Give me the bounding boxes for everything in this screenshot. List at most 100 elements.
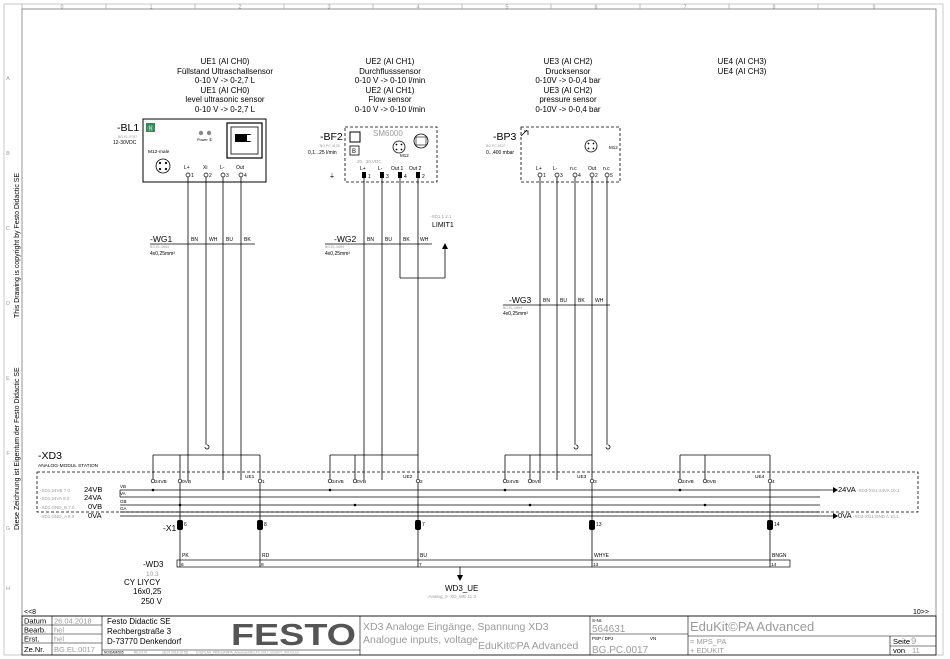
- svg-text:4x0,25mm²: 4x0,25mm²: [150, 251, 175, 257]
- svg-text:GB: GB: [120, 499, 127, 504]
- svg-text:3: 3: [560, 173, 563, 179]
- row-label: D: [6, 301, 10, 307]
- svg-text:Out 1: Out 1: [391, 166, 403, 172]
- svg-text:BN: BN: [367, 237, 374, 243]
- svg-text:13: 13: [593, 562, 599, 568]
- svg-text:UE4: UE4: [755, 474, 765, 480]
- svg-text:L+: L+: [184, 165, 190, 171]
- wires: [152, 177, 771, 567]
- svg-text:BK: BK: [403, 237, 410, 243]
- title-block: Datum 26.04.2018 Bearb. hel Erst. hel Ze…: [21, 615, 937, 656]
- svg-text:= MPS_PA: = MPS_PA: [690, 637, 726, 646]
- m12-connector-icon: [584, 139, 598, 153]
- svg-text:2: 2: [420, 479, 423, 485]
- festo-logo: FESTO: [231, 617, 356, 652]
- svg-text:BG.PC.0105: BG.PC.0105: [320, 144, 340, 148]
- prev-page-link[interactable]: <<8: [24, 609, 36, 616]
- svg-text:B: B: [352, 149, 356, 155]
- svg-text:Out: Out: [588, 166, 597, 172]
- svg-text:Power ①: Power ①: [197, 138, 213, 142]
- svg-text:4: 4: [772, 479, 775, 485]
- svg-text:BNGN: BNGN: [772, 553, 787, 559]
- outer-border: [3, 3, 944, 656]
- svg-text:0VB: 0VB: [88, 502, 102, 511]
- drawing-frame: [21, 8, 937, 617]
- svg-text:BG.EL.0017: BG.EL.0017: [54, 645, 95, 654]
- svg-text:BG.EL.0767: BG.EL.0767: [118, 135, 137, 139]
- row-label: B: [6, 151, 10, 157]
- device-bf2: -BF2 BG.PC.0105 0,1...25 l/min B SM6000 …: [308, 126, 438, 183]
- svg-text:0,1...25 l/min: 0,1...25 l/min: [308, 150, 337, 156]
- column-label: 1: [149, 5, 152, 11]
- row-label: F: [6, 451, 10, 457]
- svg-text:7: 7: [422, 522, 425, 528]
- svg-text:Bearb.: Bearb.: [24, 626, 46, 635]
- svg-text:0VB: 0VB: [532, 479, 541, 485]
- next-page-link[interactable]: 10>>: [913, 609, 929, 616]
- svg-text:Out 2: Out 2: [409, 166, 421, 172]
- terminal-xd3: -XD3 ANALOG-MODUL STATION -XD1.24VB 7.0 …: [36, 450, 919, 520]
- ultrasonic-icon: [146, 123, 155, 132]
- svg-text:Out: Out: [236, 165, 245, 171]
- svg-text:4: 4: [578, 173, 581, 179]
- svg-text:L-: L-: [220, 165, 225, 171]
- svg-text:Datum: Datum: [24, 617, 46, 626]
- svg-text:WD3_UE: WD3_UE: [445, 584, 478, 593]
- ue4-header: UE4 (AI CH3)UE4 (AI CH3): [717, 57, 767, 76]
- svg-text:VB: VB: [120, 484, 126, 489]
- svg-text:-XD3: -XD3: [38, 450, 62, 462]
- device-bl1: -BL1 BG.EL.0767 12-30VDC Ⓝ Power ① M12-m…: [113, 118, 267, 183]
- svg-text:REV/170: REV/170: [134, 651, 147, 655]
- svg-text:D:\EPLAN_P8\EduKit\PA_Advanced: D:\EPLAN_P8\EduKit\PA_Advanced\BG.PC.001…: [196, 651, 300, 655]
- svg-text:4: 4: [404, 174, 407, 180]
- svg-text:3: 3: [386, 174, 389, 180]
- svg-text:0VB: 0VB: [357, 479, 366, 485]
- device-bp3: -BP3 BG.PC.0127 0...400 mbar M12 L+ L- n…: [486, 126, 621, 183]
- svg-text:CY LIYCY: CY LIYCY: [124, 578, 161, 587]
- product-name: EduKit©PA Advanced: [690, 619, 814, 634]
- svg-text:M12: M12: [400, 153, 409, 158]
- limit-label: LIMIT1: [432, 222, 454, 229]
- svg-text:10.3: 10.3: [146, 571, 159, 578]
- svg-text:250 V: 250 V: [141, 597, 163, 606]
- cable-wg3: -WG3 BG.EL.0654 4x0,25mm² BN BU BK WH: [503, 295, 610, 317]
- svg-text:5: 5: [610, 173, 613, 179]
- column-label: 2: [238, 5, 241, 11]
- svg-text:L+: L+: [360, 166, 366, 172]
- svg-text:-XD1.GND_B 7.0: -XD1.GND_B 7.0: [40, 505, 75, 510]
- svg-text:WH: WH: [209, 237, 218, 243]
- svg-text:-WG3: -WG3: [509, 295, 531, 305]
- svg-text:16x0,25: 16x0,25: [133, 587, 162, 596]
- svg-text:M12-male: M12-male: [148, 149, 170, 155]
- svg-text:14: 14: [774, 522, 780, 528]
- svg-text:UE3: UE3: [577, 474, 587, 480]
- column-label: 7: [683, 5, 686, 11]
- svg-text:2: 2: [422, 174, 425, 180]
- cable-wg2: -WG2 BG.EL.0654 4x0,25mm² BN BU BK WH: [325, 234, 432, 257]
- svg-text:4: 4: [244, 173, 247, 179]
- svg-text:7: 7: [419, 562, 422, 568]
- button-icon: [349, 145, 360, 156]
- svg-text:-X1: -X1: [163, 523, 177, 533]
- svg-text:BG.EL.0654: BG.EL.0654: [150, 245, 169, 249]
- svg-text:WH: WH: [595, 298, 604, 304]
- svg-text:BG.EL.0654: BG.EL.0654: [325, 245, 344, 249]
- svg-text:-XD1.24VA 8.0: -XD1.24VA 8.0: [40, 496, 70, 501]
- svg-text:-XD3-XG1:24VA 10.1: -XD3-XG1:24VA 10.1: [857, 488, 900, 493]
- svg-text:0VA: 0VA: [838, 511, 852, 520]
- svg-text:2: 2: [595, 173, 598, 179]
- svg-text:13: 13: [596, 522, 602, 528]
- terminal-x1: -X1 6 8 7 13 14: [163, 520, 780, 533]
- svg-text:SM6000: SM6000: [373, 129, 403, 138]
- svg-text:M12: M12: [609, 145, 618, 150]
- svg-text:8: 8: [264, 522, 267, 528]
- copyright-en: This Drawing is copyright by Festo Didac…: [14, 173, 21, 318]
- svg-text:BU: BU: [420, 553, 427, 559]
- svg-text:hel: hel: [54, 626, 64, 635]
- svg-text:RD: RD: [262, 553, 270, 559]
- svg-text:4x0,25mm²: 4x0,25mm²: [503, 311, 528, 317]
- svg-text:BG.PC.0017: BG.PC.0017: [592, 645, 649, 656]
- svg-text:0VA: 0VA: [88, 511, 102, 520]
- svg-text:1: 1: [191, 173, 194, 179]
